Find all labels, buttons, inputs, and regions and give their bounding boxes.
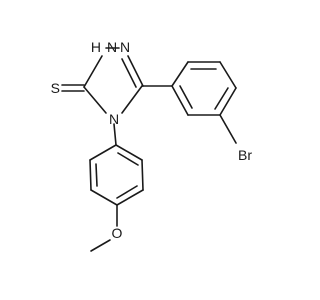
bond-mp3 xyxy=(116,189,144,206)
bond-mp5 xyxy=(89,159,92,191)
bond-n1-c5 xyxy=(127,55,144,87)
atom-h-on-n1: H xyxy=(91,39,101,55)
atom-n2: N xyxy=(120,39,130,55)
bond-ar3 xyxy=(219,61,237,89)
atom-oxygen: O xyxy=(112,225,123,241)
bond-ar4d xyxy=(214,87,229,110)
bond-ar6d xyxy=(179,85,193,109)
atom-n1: N xyxy=(107,39,117,55)
bond-c-br xyxy=(219,114,237,144)
bond-n1-c5-double xyxy=(121,58,137,88)
bond-ar4 xyxy=(219,87,237,116)
atom-bromine: Br xyxy=(238,147,252,163)
atom-labels: S H N N N Br O xyxy=(51,39,253,241)
bond-n4-aryl xyxy=(113,123,117,146)
bond-ar6 xyxy=(171,85,189,116)
bond-mp5d xyxy=(95,163,98,187)
bond-mp3d xyxy=(116,185,138,199)
atom-sulfur: S xyxy=(51,80,60,96)
bond-mp1 xyxy=(115,144,143,161)
bond-c5-n4 xyxy=(121,85,143,114)
molecule-diagram: S H N N N Br O xyxy=(51,39,253,252)
bond-mp4 xyxy=(90,189,118,206)
bond-mp2 xyxy=(141,159,144,191)
bond-ar1 xyxy=(171,61,189,87)
bond-mp6 xyxy=(89,144,117,161)
bond-n4-c3 xyxy=(83,86,107,114)
bond-c3-n2 xyxy=(83,55,103,88)
bonds xyxy=(61,47,237,252)
atom-n4: N xyxy=(109,111,119,127)
bond-mp1d xyxy=(117,152,139,166)
bond-o-ch3 xyxy=(90,239,111,252)
